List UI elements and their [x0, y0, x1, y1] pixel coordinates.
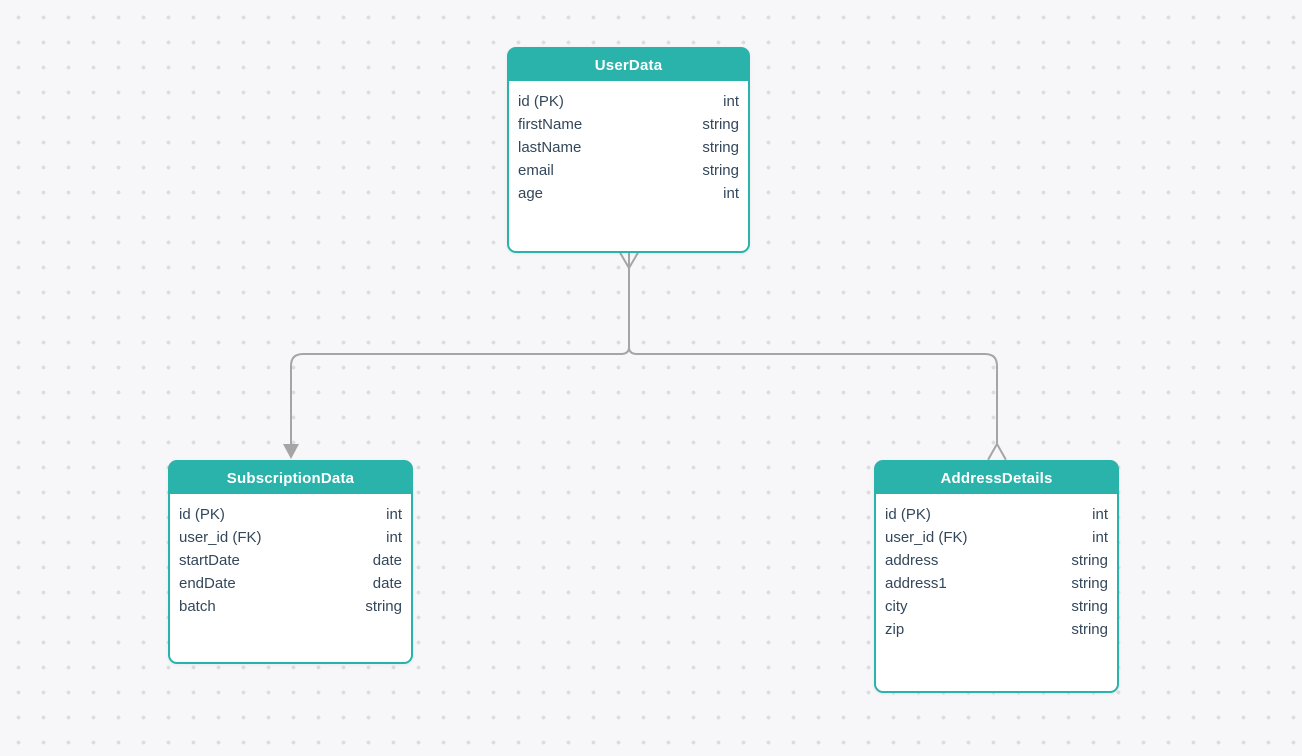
crows-foot-marker-userdata: [619, 252, 639, 269]
field-row: id (PK) int: [518, 90, 739, 113]
field-type: date: [372, 552, 402, 569]
field-name: address1: [885, 575, 947, 592]
field-row: id (PK) int: [179, 503, 402, 526]
field-name: age: [518, 185, 544, 202]
field-row: batch string: [179, 595, 402, 618]
field-row: startDate date: [179, 549, 402, 572]
field-name: zip: [885, 621, 905, 638]
entity-title: UserData: [594, 56, 663, 74]
entity-addressdetails[interactable]: AddressDetails id (PK) int user_id (FK) …: [874, 460, 1119, 693]
field-type: date: [372, 575, 402, 592]
field-row: endDate date: [179, 572, 402, 595]
field-name: city: [885, 598, 908, 615]
field-name: endDate: [179, 575, 236, 592]
field-name: batch: [179, 598, 216, 615]
entity-title: SubscriptionData: [226, 469, 355, 487]
field-row: zip string: [885, 618, 1108, 641]
field-name: user_id (FK): [179, 529, 262, 546]
field-row: user_id (FK) int: [179, 526, 402, 549]
field-type: string: [702, 162, 739, 179]
field-name: lastName: [518, 139, 582, 156]
field-name: user_id (FK): [885, 529, 968, 546]
field-row: id (PK) int: [885, 503, 1108, 526]
entity-addressdetails-fields: id (PK) int user_id (FK) int address str…: [876, 494, 1117, 641]
entity-title: AddressDetails: [940, 469, 1053, 487]
field-name: firstName: [518, 116, 583, 133]
field-row: address string: [885, 549, 1108, 572]
field-row: age int: [518, 182, 739, 205]
field-type: string: [1071, 575, 1108, 592]
field-name: address: [885, 552, 939, 569]
field-type: string: [1071, 621, 1108, 638]
field-row: firstName string: [518, 113, 739, 136]
field-row: user_id (FK) int: [885, 526, 1108, 549]
field-name: startDate: [179, 552, 240, 569]
field-type: string: [1071, 598, 1108, 615]
arrowhead-subscriptiondata: [283, 444, 299, 459]
entity-addressdetails-header: AddressDetails: [876, 462, 1117, 494]
field-row: lastName string: [518, 136, 739, 159]
field-type: int: [1092, 506, 1108, 523]
field-type: int: [1092, 529, 1108, 546]
field-type: int: [723, 185, 739, 202]
field-type: string: [702, 139, 739, 156]
entity-userdata-header: UserData: [509, 49, 748, 81]
field-type: int: [386, 529, 402, 546]
field-row: city string: [885, 595, 1108, 618]
field-name: email: [518, 162, 554, 179]
entity-userdata[interactable]: UserData id (PK) int firstName string la…: [507, 47, 750, 253]
field-type: int: [386, 506, 402, 523]
field-name: id (PK): [885, 506, 931, 523]
entity-subscriptiondata-header: SubscriptionData: [170, 462, 411, 494]
connector-to-addressdetails[interactable]: [628, 346, 998, 445]
entity-userdata-fields: id (PK) int firstName string lastName st…: [509, 81, 748, 205]
entity-subscriptiondata-fields: id (PK) int user_id (FK) int startDate d…: [170, 494, 411, 618]
field-type: string: [365, 598, 402, 615]
field-type: int: [723, 93, 739, 110]
crows-foot-marker-addressdetails: [987, 443, 1007, 460]
connector-to-subscriptiondata[interactable]: [290, 346, 630, 445]
entity-subscriptiondata[interactable]: SubscriptionData id (PK) int user_id (FK…: [168, 460, 413, 664]
field-type: string: [1071, 552, 1108, 569]
field-row: email string: [518, 159, 739, 182]
field-name: id (PK): [179, 506, 225, 523]
field-type: string: [702, 116, 739, 133]
field-row: address1 string: [885, 572, 1108, 595]
field-name: id (PK): [518, 93, 564, 110]
